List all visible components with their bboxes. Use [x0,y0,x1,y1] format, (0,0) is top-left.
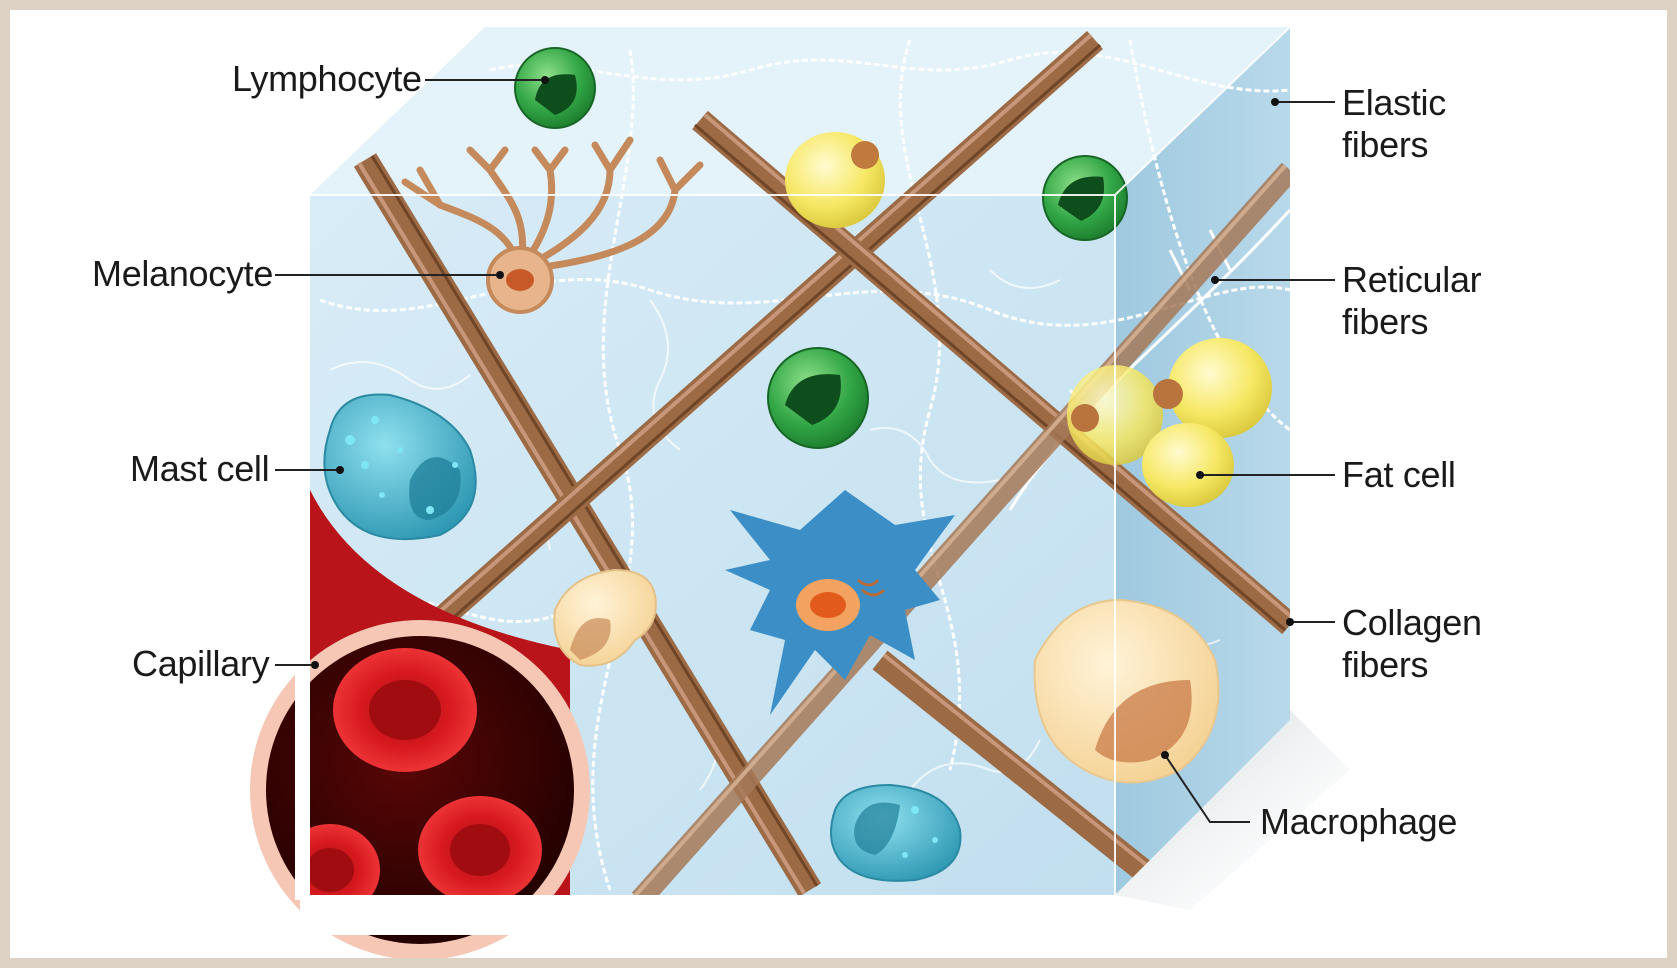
label-collagen-line2: fibers [1342,644,1482,686]
label-reticular-fibers: Reticular fibers [1342,259,1481,343]
label-collagen-line1: Collagen [1342,602,1482,644]
label-elastic-line2: fibers [1342,124,1446,166]
label-elastic-line1: Elastic [1342,82,1446,124]
label-collagen-fibers: Collagen fibers [1342,602,1482,686]
label-capillary: Capillary [132,643,269,685]
label-reticular-line1: Reticular [1342,259,1481,301]
diagram-frame: Lymphocyte Melanocyte Mast cell Capillar… [10,10,1667,958]
lymphocyte-cell [768,348,868,448]
label-mast-cell: Mast cell [130,448,269,490]
label-macrophage: Macrophage [1260,801,1457,843]
label-elastic-fibers: Elastic fibers [1342,82,1446,166]
label-reticular-line2: fibers [1342,301,1481,343]
label-melanocyte: Melanocyte [92,253,273,295]
label-fat-cell: Fat cell [1342,454,1456,496]
label-lymphocyte: Lymphocyte [232,58,422,100]
lymphocyte-cell [515,48,595,128]
fat-cell [785,132,885,228]
